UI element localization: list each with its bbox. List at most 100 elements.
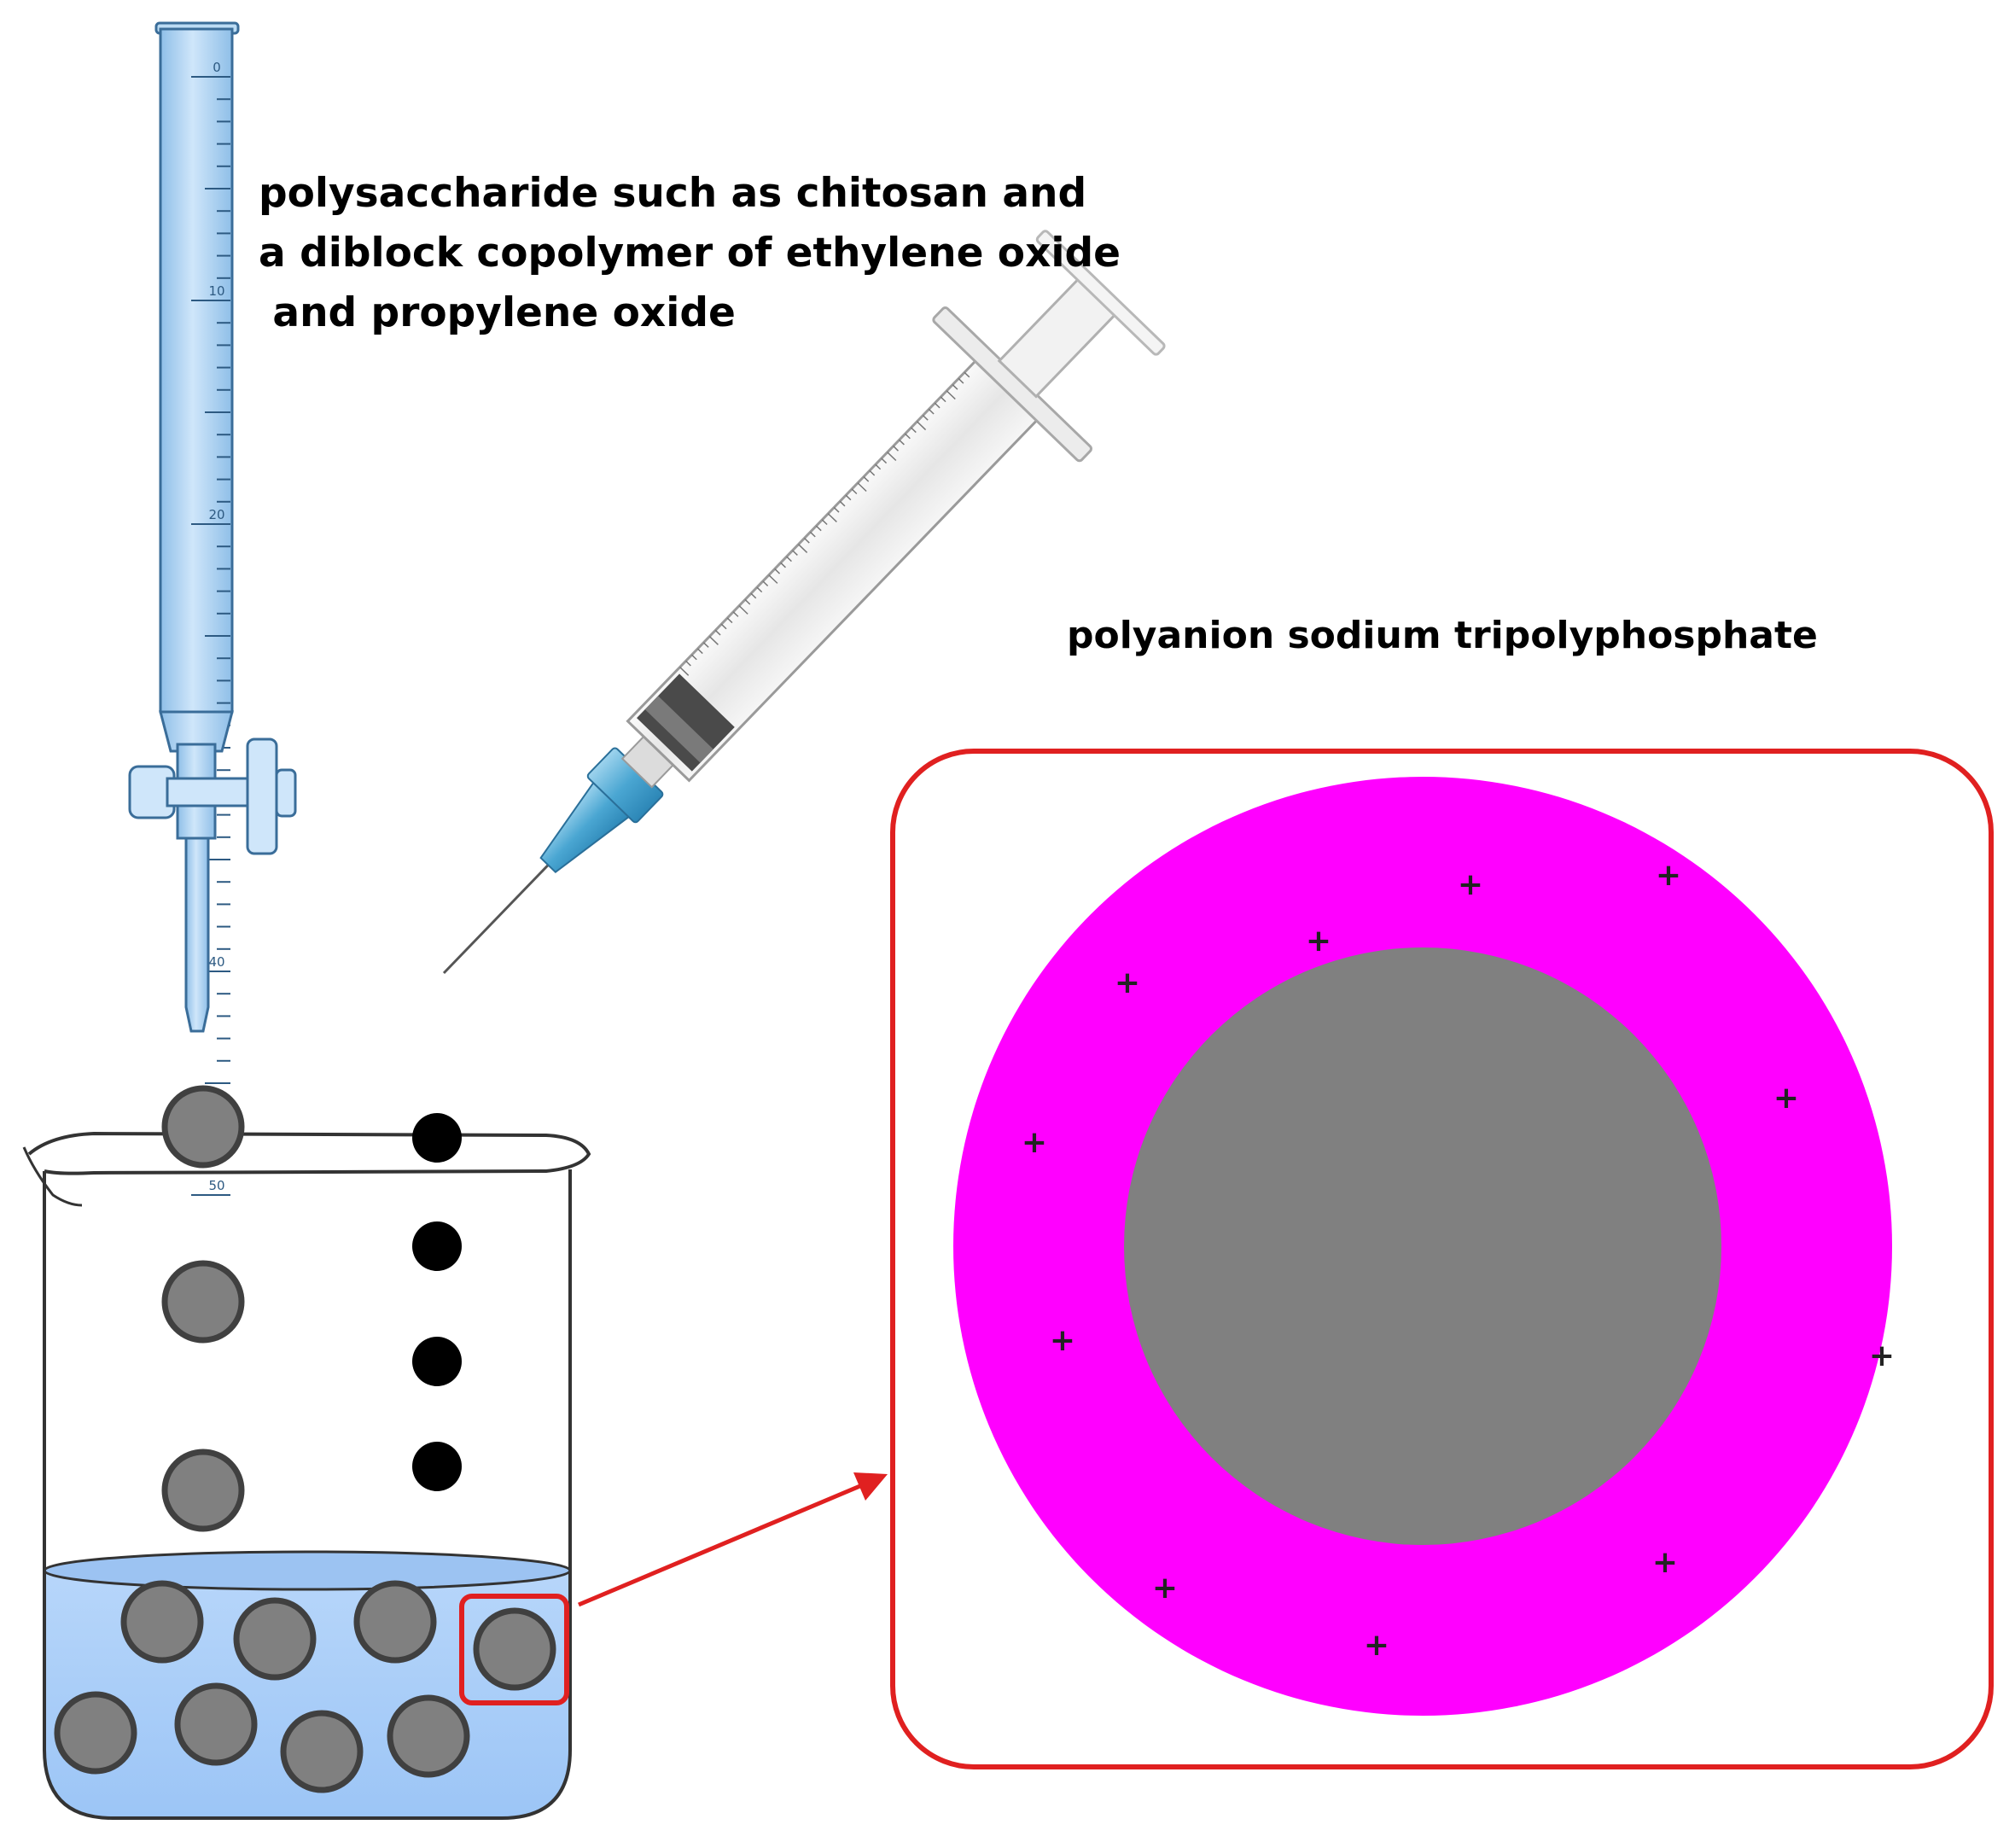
syringe-tick [863, 476, 870, 482]
syringe-tick [726, 617, 733, 624]
shell-charges: +++++++++++ [1022, 858, 1895, 1663]
particle [353, 1580, 437, 1664]
syringe-thumb-rest [1035, 230, 1166, 356]
syringe-tick [809, 531, 816, 538]
particle [174, 1682, 258, 1766]
syringe-tick [786, 556, 792, 563]
syringe-scale [679, 371, 970, 676]
syringe-needle [442, 864, 550, 975]
particle [280, 1710, 364, 1793]
droplet [412, 1113, 462, 1163]
beaker-wall [43, 1169, 572, 1820]
positive-charge-symbol: + [1773, 1081, 1799, 1116]
syringe-tick [708, 636, 719, 645]
syringe-tick [827, 513, 837, 522]
syringe-tick [839, 500, 846, 507]
syringe-tick [833, 506, 840, 513]
zoom-arrow-head [853, 1472, 888, 1501]
syringe-tick [958, 377, 964, 384]
burette: 01020304050 [128, 21, 297, 1196]
burette-scale-label: 0 [213, 60, 221, 75]
particle [120, 1580, 204, 1664]
polymer-solution-label: polysaccharide such as chitosan and a di… [259, 170, 1121, 336]
particles-in-liquid [54, 1580, 556, 1793]
syringe-tick [696, 648, 703, 655]
syringe-tick [798, 544, 808, 553]
syringe-tick [881, 458, 888, 464]
syringe-tick [851, 488, 858, 495]
syringe-tick [756, 586, 763, 593]
positive-charge-symbol: + [1115, 965, 1140, 1000]
droplet [412, 1442, 462, 1491]
syringe-tick [702, 642, 709, 648]
burette-tip [184, 837, 210, 1033]
syringe-tick [732, 611, 739, 617]
syringe-tick [691, 654, 697, 661]
syringe-tick [893, 446, 899, 452]
syringe-tick [780, 562, 786, 568]
syringe-tick [679, 667, 690, 676]
highlight-box [459, 1594, 569, 1705]
zoom-arrow-line [578, 1483, 863, 1607]
burette-tube [159, 27, 234, 714]
syringe-tick [857, 482, 867, 493]
syringe-tick [803, 537, 810, 544]
syringe-tick [792, 550, 798, 556]
positive-charge-symbol: + [1656, 858, 1681, 893]
syringe-tick [750, 592, 757, 599]
syringe-tick [720, 623, 727, 630]
syringe-tick [685, 660, 691, 667]
stopcock-barrel [166, 777, 263, 807]
syringe-tick [774, 568, 781, 574]
syringe-tick [887, 452, 897, 462]
burette-scale-label: 40 [208, 954, 224, 970]
particle-highlighted [473, 1607, 556, 1691]
syringe [442, 230, 1166, 975]
falling-particle [161, 1449, 245, 1532]
stopcock-cap [275, 768, 297, 818]
droplet [412, 1221, 462, 1271]
burette-scale-label: 10 [208, 283, 224, 299]
syringe-tick [934, 402, 941, 409]
positive-charge-symbol: + [1652, 1545, 1678, 1580]
liquid-surface [43, 1550, 572, 1591]
syringe-plunger-seal-shine [644, 696, 713, 763]
particle [54, 1691, 137, 1775]
positive-charge-symbol: + [1364, 1628, 1389, 1663]
particle-core [1124, 947, 1721, 1545]
beaker-rim [27, 1131, 591, 1175]
syringe-tick [869, 469, 876, 476]
syringe-tick [762, 580, 769, 586]
syringe-tick [714, 629, 721, 636]
syringe-tick [821, 519, 828, 526]
positive-charge-symbol: + [1022, 1125, 1047, 1160]
syringe-tick [768, 574, 778, 584]
syringe-tick [964, 371, 970, 378]
beaker-spout [22, 1146, 83, 1207]
positive-charge-symbol: + [1152, 1571, 1178, 1606]
polymer-droplets [161, 1085, 245, 1532]
syringe-tick [940, 396, 946, 403]
syringe-tick [928, 408, 935, 415]
syringe-tick [875, 463, 882, 470]
syringe-tick [922, 415, 929, 421]
stopcock-handle [246, 737, 278, 855]
positive-charge-symbol: + [1458, 867, 1483, 902]
syringe-tick [738, 605, 748, 615]
syringe-tick [899, 439, 905, 446]
crosslinker-droplets [412, 1113, 462, 1491]
syringe-tick [911, 427, 917, 434]
particle [233, 1597, 317, 1681]
positive-charge-symbol: + [1050, 1323, 1075, 1358]
burette-scale-label: 50 [208, 1178, 224, 1193]
syringe-tick [905, 433, 911, 440]
syringe-tick [845, 494, 852, 501]
particle [387, 1694, 470, 1778]
burette-scale-label: 20 [208, 507, 224, 522]
falling-particle [161, 1085, 245, 1169]
falling-particle [161, 1260, 245, 1344]
crosslinker-label: polyanion sodium tripolyphosphate [1067, 614, 1818, 657]
syringe-tick [952, 384, 958, 390]
burette-lower-taper [159, 710, 234, 753]
